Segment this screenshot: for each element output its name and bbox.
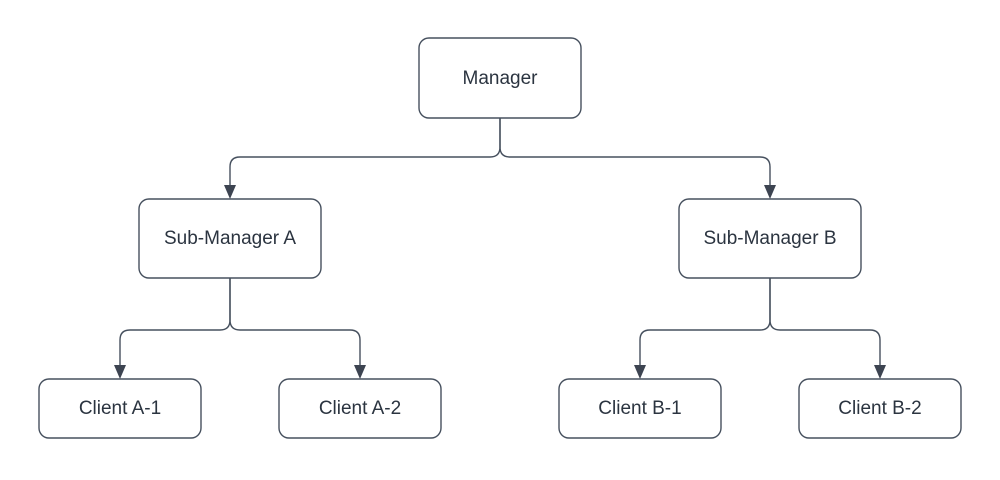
- node-manager[interactable]: Manager: [418, 37, 582, 119]
- arrowhead-client-a-1: [114, 365, 126, 379]
- edge-manager-sub-manager-b: [499, 118, 776, 199]
- node-client-b-1-box[interactable]: [558, 378, 722, 439]
- edge-sub-manager-b-client-b-1: [634, 278, 771, 379]
- node-client-a-2[interactable]: Client A-2: [278, 378, 442, 439]
- arrowhead-sub-manager-b: [764, 185, 776, 199]
- node-client-a-2-label: Client A-2: [319, 398, 401, 419]
- node-sub-manager-b-box[interactable]: [678, 198, 862, 279]
- node-client-b-2[interactable]: Client B-2: [798, 378, 962, 439]
- node-client-a-2-box[interactable]: [278, 378, 442, 439]
- node-sub-manager-a[interactable]: Sub-Manager A: [138, 198, 322, 279]
- arrowhead-client-a-2: [354, 365, 366, 379]
- edge-sub-manager-a-client-a-2: [229, 278, 366, 379]
- node-client-a-1[interactable]: Client A-1: [38, 378, 202, 439]
- node-client-b-1-label: Client B-1: [598, 398, 681, 419]
- node-client-a-1-box[interactable]: [38, 378, 202, 439]
- edge-sub-manager-a-client-a-1: [114, 278, 231, 379]
- arrowhead-client-b-2: [874, 365, 886, 379]
- node-sub-manager-b-label: Sub-Manager B: [703, 228, 836, 249]
- node-sub-manager-a-box[interactable]: [138, 198, 322, 279]
- node-client-b-1[interactable]: Client B-1: [558, 378, 722, 439]
- node-sub-manager-b[interactable]: Sub-Manager B: [678, 198, 862, 279]
- nodes-layer: Manager Sub-Manager A Sub-Manager B Clie…: [38, 37, 962, 439]
- edge-sub-manager-b-client-b-1-line: [639, 278, 771, 365]
- arrowhead-sub-manager-a: [224, 185, 236, 199]
- node-client-b-2-label: Client B-2: [838, 398, 921, 419]
- edge-sub-manager-b-client-b-2-line: [769, 278, 881, 365]
- edge-manager-sub-manager-a: [224, 118, 501, 199]
- edge-sub-manager-b-client-b-2: [769, 278, 886, 379]
- edge-manager-sub-manager-a-line: [229, 118, 501, 185]
- node-manager-box[interactable]: [418, 37, 582, 119]
- node-sub-manager-a-label: Sub-Manager A: [164, 228, 296, 249]
- node-client-b-2-box[interactable]: [798, 378, 962, 439]
- node-client-a-1-label: Client A-1: [79, 398, 161, 419]
- edge-sub-manager-a-client-a-2-line: [229, 278, 361, 365]
- edge-manager-sub-manager-b-line: [499, 118, 771, 185]
- edge-sub-manager-a-client-a-1-line: [119, 278, 231, 365]
- node-manager-label: Manager: [463, 68, 539, 89]
- arrowhead-client-b-1: [634, 365, 646, 379]
- edges-layer: [114, 118, 886, 379]
